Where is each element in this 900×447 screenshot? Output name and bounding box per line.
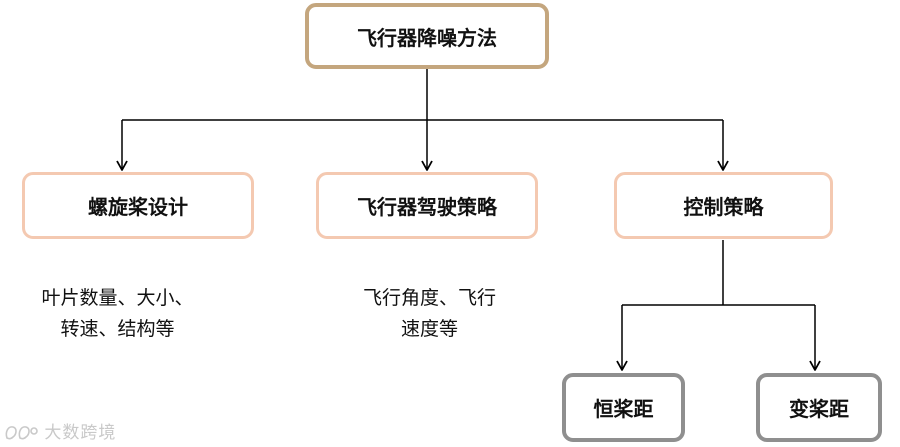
branch-propeller-design: 螺旋桨设计 [22, 172, 254, 239]
flight-strategy-note: 飞行角度、飞行 速度等 [322, 283, 537, 345]
flight-note-line-1: 飞行角度、飞行 [362, 287, 496, 309]
watermark: 大数跨境 [4, 418, 116, 443]
root-node: 飞行器降噪方法 [305, 3, 549, 69]
leaf-variable-pitch: 变桨距 [756, 373, 882, 442]
branch-control-strategy: 控制策略 [614, 172, 833, 239]
propeller-note-line-2: 转速、结构等 [60, 318, 175, 340]
propeller-note-line-1: 叶片数量、大小、 [41, 287, 194, 309]
propeller-design-note: 叶片数量、大小、 转速、结构等 [10, 283, 225, 345]
flight-note-line-2: 速度等 [400, 318, 458, 340]
butterfly-logo-icon [5, 426, 38, 440]
branch-flight-strategy: 飞行器驾驶策略 [316, 172, 538, 239]
leaf-fixed-pitch: 恒桨距 [562, 373, 685, 442]
watermark-text: 大数跨境 [44, 423, 117, 443]
